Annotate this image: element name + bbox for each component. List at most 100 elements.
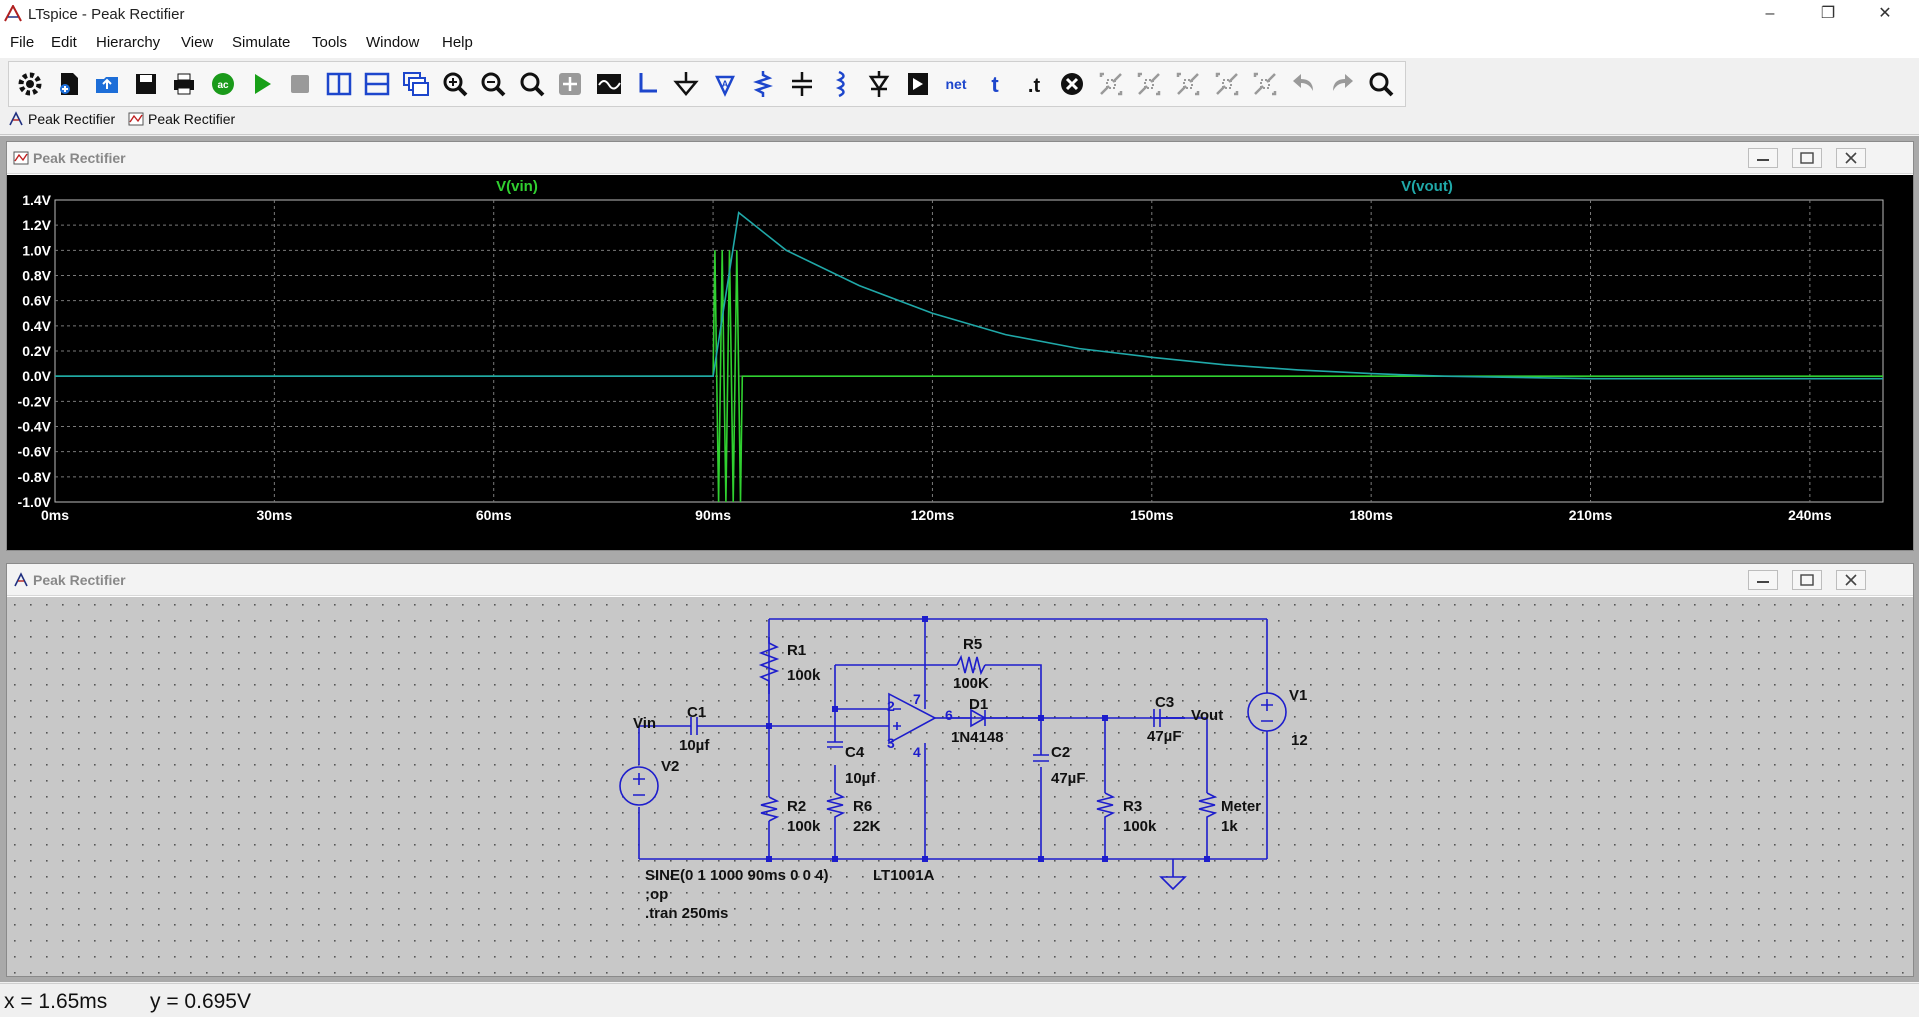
delete-icon[interactable] <box>1057 69 1087 99</box>
wire-icon[interactable] <box>633 69 663 99</box>
menu-view[interactable]: View <box>181 34 214 51</box>
d1-value[interactable]: 1N4148 <box>951 729 1004 746</box>
minimize-button[interactable] <box>1748 570 1778 590</box>
diode-icon[interactable] <box>864 69 894 99</box>
c1-label[interactable]: C1 <box>687 704 706 721</box>
menu-edit[interactable]: Edit <box>51 34 77 51</box>
open-icon[interactable] <box>92 69 122 99</box>
tile-horizontal-icon[interactable] <box>362 69 392 99</box>
text-icon[interactable]: t <box>980 69 1010 99</box>
r1-label[interactable]: R1 <box>787 642 806 659</box>
c1-value[interactable]: 10µf <box>679 737 710 754</box>
v2-label[interactable]: V2 <box>661 758 679 775</box>
r2-label[interactable]: R2 <box>787 798 806 815</box>
r3-label[interactable]: R3 <box>1123 798 1142 815</box>
tab-waveform[interactable]: Peak Rectifier <box>128 111 235 133</box>
close-button[interactable] <box>1836 148 1866 168</box>
new-schematic-icon[interactable] <box>54 69 84 99</box>
v1-value[interactable]: 12 <box>1291 732 1308 749</box>
d1-label[interactable]: D1 <box>969 696 988 713</box>
c2-label[interactable]: C2 <box>1051 744 1070 761</box>
y-tick-label: 1.0V <box>22 242 51 258</box>
rotate-icon[interactable] <box>1212 69 1242 99</box>
label-net-icon[interactable]: A <box>710 69 740 99</box>
v1-label[interactable]: V1 <box>1289 687 1307 704</box>
sine-directive[interactable]: SINE(0 1 1000 90ms 0 0 4) <box>645 867 828 884</box>
r5-label[interactable]: R5 <box>963 636 982 653</box>
waveform-plot[interactable]: 1.4V1.2V1.0V0.8V0.6V0.4V0.2V0.0V-0.2V-0.… <box>7 175 1913 550</box>
pan-icon[interactable] <box>555 69 585 99</box>
drag-icon[interactable] <box>1173 69 1203 99</box>
menu-bar: File Edit Hierarchy View Simulate Tools … <box>0 30 1919 58</box>
op-directive[interactable]: ;op <box>645 886 668 903</box>
close-button[interactable]: ✕ <box>1878 5 1892 22</box>
meter-label[interactable]: Meter <box>1221 798 1261 815</box>
schematic-icon <box>9 111 23 126</box>
spice-directive-icon[interactable]: .t <box>1019 69 1049 99</box>
meter-value[interactable]: 1k <box>1221 818 1238 835</box>
r1-value[interactable]: 100k <box>787 667 821 684</box>
trace-label-vout[interactable]: V(vout) <box>1401 178 1453 195</box>
c3-label[interactable]: C3 <box>1155 694 1174 711</box>
r6-label[interactable]: R6 <box>853 798 872 815</box>
print-icon[interactable] <box>169 69 199 99</box>
c3-value[interactable]: 47µF <box>1147 728 1182 745</box>
zoom-in-icon[interactable] <box>440 69 470 99</box>
menu-hierarchy[interactable]: Hierarchy <box>96 34 161 51</box>
control-panel-icon[interactable] <box>15 69 45 99</box>
find-icon[interactable] <box>1366 69 1396 99</box>
r6-value[interactable]: 22K <box>853 818 881 835</box>
c2-value[interactable]: 47µF <box>1051 770 1086 787</box>
maximize-button[interactable] <box>1792 148 1822 168</box>
ground-icon[interactable] <box>671 69 701 99</box>
duplicate-icon[interactable] <box>1096 69 1126 99</box>
cascade-icon[interactable] <box>401 69 431 99</box>
c4-label[interactable]: C4 <box>845 744 865 761</box>
print-setup-icon[interactable]: ac <box>208 69 238 99</box>
halt-icon[interactable] <box>285 69 315 99</box>
menu-simulate[interactable]: Simulate <box>232 34 291 51</box>
trace-label-vin[interactable]: V(vin) <box>496 178 538 195</box>
zoom-out-icon[interactable] <box>478 69 508 99</box>
r2-value[interactable]: 100k <box>787 818 821 835</box>
r3-value[interactable]: 100k <box>1123 818 1157 835</box>
maximize-button[interactable] <box>1792 570 1822 590</box>
move-icon[interactable] <box>1134 69 1164 99</box>
pin-2: 2 <box>887 698 895 714</box>
c4-value[interactable]: 10µf <box>845 770 876 787</box>
zoom-fit-icon[interactable] <box>517 69 547 99</box>
pin-7: 7 <box>913 691 921 707</box>
y-tick-label: -0.6V <box>18 444 52 460</box>
close-button[interactable] <box>1836 570 1866 590</box>
redo-icon[interactable] <box>1327 69 1357 99</box>
undo-icon[interactable] <box>1289 69 1319 99</box>
svg-text:net: net <box>946 76 967 92</box>
capacitor-icon[interactable] <box>787 69 817 99</box>
opamp-label[interactable]: LT1001A <box>873 867 935 884</box>
tran-directive[interactable]: .tran 250ms <box>645 905 728 922</box>
save-icon[interactable] <box>131 69 161 99</box>
menu-tools[interactable]: Tools <box>312 34 348 51</box>
component-icon[interactable] <box>903 69 933 99</box>
y-tick-label: 0.2V <box>22 343 51 359</box>
mirror-icon[interactable] <box>1250 69 1280 99</box>
schematic-canvas[interactable]: R1 100k R5 100K R2 100k R6 22K R3 100k M… <box>7 597 1913 976</box>
restore-button[interactable]: ❐ <box>1820 5 1836 22</box>
tile-vertical-icon[interactable] <box>324 69 354 99</box>
resistor-icon[interactable] <box>748 69 778 99</box>
tab-schematic[interactable]: Peak Rectifier <box>8 111 115 133</box>
waveform-window-title: Peak Rectifier <box>33 150 126 166</box>
net-label-vin[interactable]: Vin <box>633 715 656 732</box>
run-icon[interactable] <box>247 69 277 99</box>
netlist-icon[interactable]: net <box>941 69 971 99</box>
menu-file[interactable]: File <box>10 34 35 51</box>
document-tabs: Peak Rectifier Peak Rectifier <box>0 108 1919 135</box>
inductor-icon[interactable] <box>826 69 856 99</box>
minimize-button[interactable] <box>1748 148 1778 168</box>
menu-window[interactable]: Window <box>366 34 420 51</box>
minimize-button[interactable]: – <box>1765 5 1775 22</box>
menu-help[interactable]: Help <box>442 34 473 51</box>
net-label-vout[interactable]: Vout <box>1191 707 1223 724</box>
autorange-icon[interactable] <box>594 69 624 99</box>
r5-value[interactable]: 100K <box>953 675 989 692</box>
